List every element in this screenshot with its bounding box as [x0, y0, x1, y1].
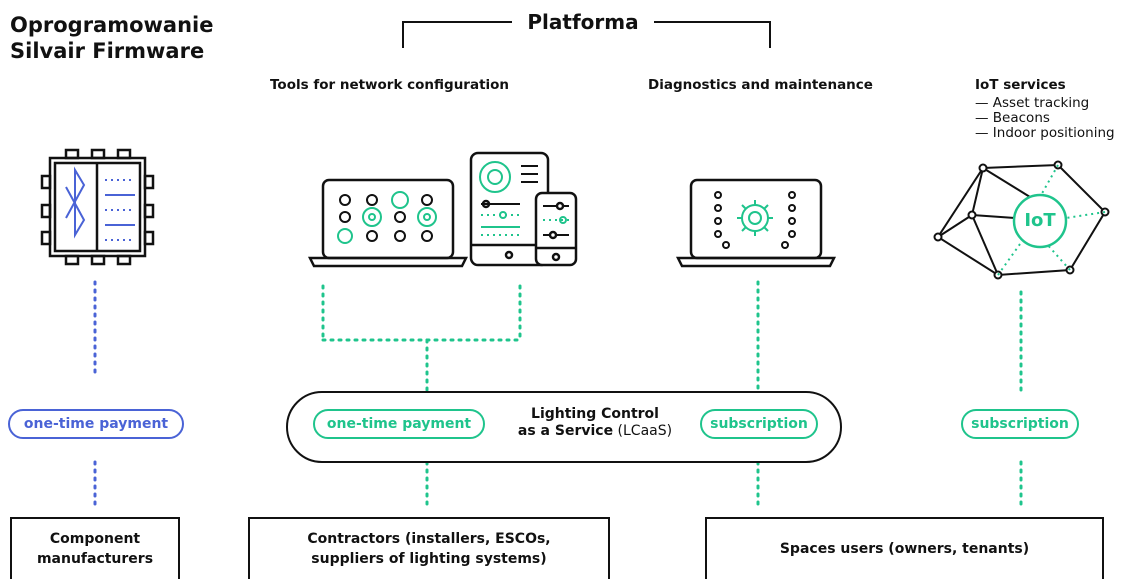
platform-connectors	[321, 280, 1023, 510]
tools-header: Tools for network configuration	[270, 77, 510, 93]
phone-slider	[543, 216, 569, 224]
iot-services-list: — Asset tracking — Beacons — Indoor posi…	[975, 96, 1115, 141]
laptop-nodes	[337, 191, 437, 244]
chip-pattern	[105, 179, 135, 241]
spaces-users-box: Spaces users (owners, tenants)	[705, 517, 1104, 579]
iot-badge-ring	[1012, 193, 1068, 249]
phone-icon	[534, 191, 578, 267]
diagnostics-header: Diagnostics and maintenance	[648, 77, 873, 93]
lcaas-label: Lighting Control as a Service (LCaaS)	[496, 406, 694, 440]
bluetooth-icon	[65, 166, 86, 239]
component-line1: Component	[49, 531, 141, 547]
laptop-icon	[307, 178, 469, 268]
iot-service-item: — Beacons	[975, 110, 1050, 126]
iot-header: IoT services	[975, 77, 1066, 93]
tools-payment-pill: one-time payment	[313, 409, 485, 439]
firmware-title-line1: Oprogramowanie	[10, 13, 214, 37]
component-line2: manufacturers	[36, 551, 154, 567]
lcaas-line2-bold: as a Service	[517, 423, 614, 439]
spaces-users-label: Spaces users (owners, tenants)	[779, 541, 1030, 557]
firmware-title-line2: Silvair Firmware	[10, 39, 205, 63]
contractors-box: Contractors (installers, ESCOs, supplier…	[248, 517, 610, 579]
iot-badge-label: IoT	[1024, 210, 1056, 231]
component-manufacturers-box: Component manufacturers	[10, 517, 180, 579]
contractors-line1: Contractors (installers, ESCOs,	[307, 531, 551, 547]
iot-service-item: — Asset tracking	[975, 95, 1090, 111]
lcaas-line2: as a Service (LCaaS)	[496, 423, 694, 440]
contractors-line2: suppliers of lighting systems)	[311, 551, 547, 567]
iot-service-item: — Indoor positioning	[975, 125, 1115, 141]
iot-subscription-pill: subscription	[961, 409, 1079, 439]
lcaas-line1: Lighting Control	[531, 406, 659, 422]
lcaas-line2-rest: (LCaaS)	[613, 423, 673, 439]
iot-connections	[997, 164, 1106, 276]
diagnostics-laptop-icon	[675, 178, 837, 268]
platform-bracket	[402, 21, 771, 48]
gear-icon	[737, 200, 773, 236]
tablet-chart	[479, 161, 520, 236]
firmware-title: Oprogramowanie Silvair Firmware	[10, 12, 214, 64]
firmware-payment-pill: one-time payment	[8, 409, 184, 439]
diagnostics-subscription-pill: subscription	[700, 409, 818, 439]
platform-title: Platforma	[527, 10, 639, 34]
chip-icon	[40, 148, 155, 266]
